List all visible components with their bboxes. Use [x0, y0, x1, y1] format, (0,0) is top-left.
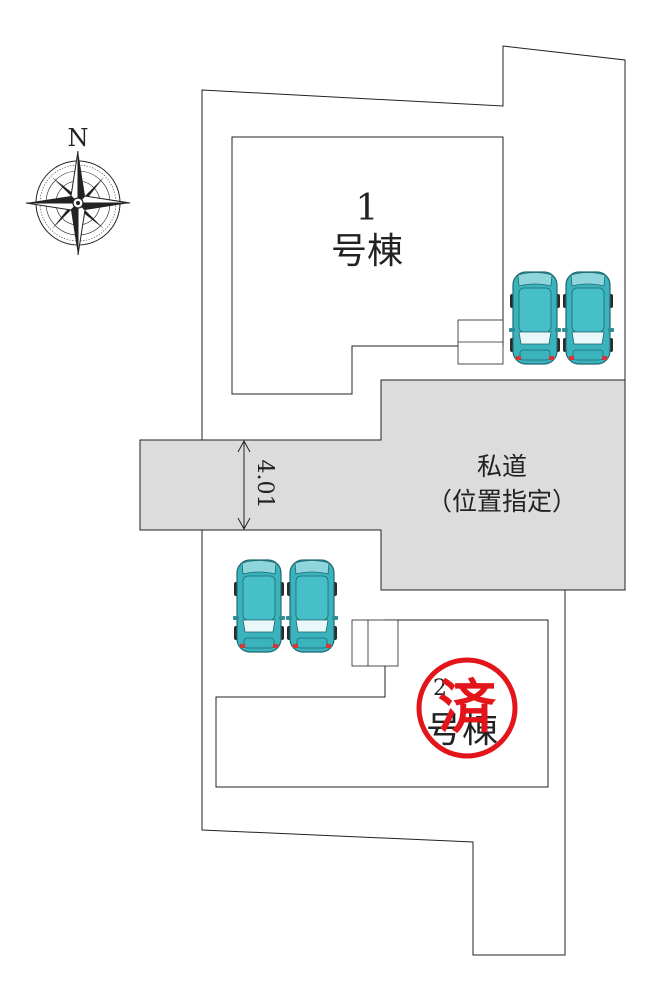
- lot2-boundary: [201, 529, 566, 956]
- building1-number: 1: [356, 188, 379, 229]
- parking-car-lot2-a: [232, 559, 286, 653]
- lot1-boundary: [201, 45, 626, 441]
- building1-entrance: [457, 319, 504, 365]
- private-road: [139, 379, 626, 591]
- parking-car-lot1-b: [561, 271, 615, 365]
- building2-footprint: [215, 619, 549, 788]
- building2-entrance: [351, 619, 399, 667]
- sold-stamp: 済: [416, 657, 518, 759]
- road-designation-label: （位置指定）: [427, 487, 577, 516]
- compass-rose: [25, 150, 131, 256]
- road-width-dimension: [237, 439, 251, 531]
- road-name-label: 私道: [477, 452, 527, 481]
- building1-footprint: [231, 136, 504, 395]
- road-width-label: 4.01: [252, 460, 277, 509]
- compass-north-label: N: [68, 124, 89, 152]
- building1-name: 号棟: [331, 231, 403, 272]
- parking-car-lot1-a: [508, 271, 562, 365]
- parking-car-lot2-b: [285, 559, 339, 653]
- building2-number: 2: [433, 676, 447, 701]
- sold-stamp-text: 済: [438, 673, 497, 741]
